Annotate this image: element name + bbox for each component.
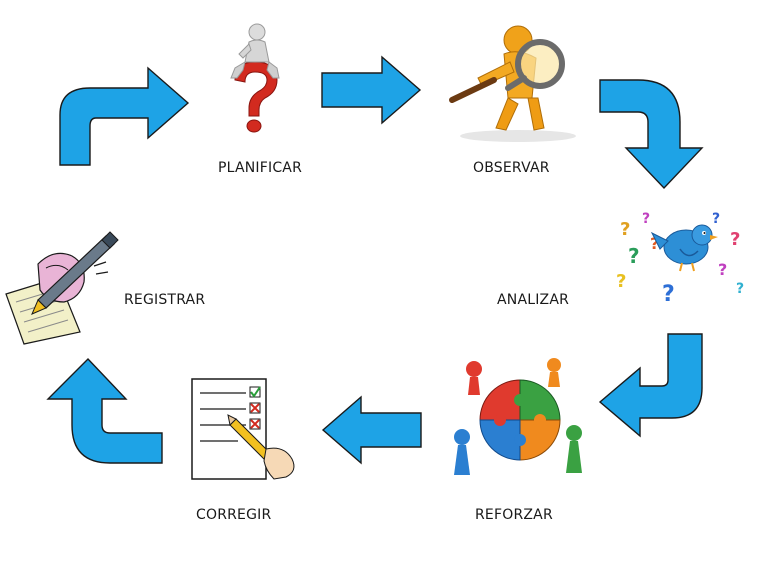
hand-writing-with-pen-icon: [5, 231, 119, 345]
svg-text:?: ?: [712, 211, 720, 227]
label-planificar: PLANIFICAR: [218, 160, 303, 176]
label-registrar: REGISTRAR: [124, 292, 206, 308]
svg-text:?: ?: [650, 234, 659, 253]
svg-text:?: ?: [616, 271, 626, 292]
svg-text:?: ?: [620, 219, 630, 240]
svg-text:?: ?: [730, 229, 740, 250]
svg-text:?: ?: [662, 282, 675, 305]
svg-text:?: ?: [642, 211, 650, 227]
arrow-left-bottom: [321, 395, 422, 465]
people-holding-puzzle-icon: [454, 358, 582, 475]
svg-text:?: ?: [628, 244, 640, 268]
arrow-right-top: [321, 55, 422, 125]
svg-text:?: ?: [736, 281, 744, 297]
curved-arrow-down-left: [598, 333, 703, 438]
label-corregir: CORREGIR: [196, 507, 272, 523]
checklist-with-pencil-icon: [191, 378, 295, 480]
curved-arrow-up-right: [59, 66, 190, 166]
curved-arrow-up-left: [46, 357, 163, 464]
label-analizar: ANALIZAR: [497, 292, 570, 308]
curved-arrow-down-right: [599, 79, 704, 190]
label-observar: OBSERVAR: [473, 160, 550, 176]
bird-with-question-marks-icon: ? ? ? ? ? ? ? ? ? ?: [616, 211, 744, 305]
label-reforzar: REFORZAR: [475, 507, 553, 523]
person-thinking-question-mark-icon: [230, 23, 280, 133]
person-with-magnifying-glass-icon: [449, 25, 576, 142]
svg-text:?: ?: [718, 260, 727, 279]
